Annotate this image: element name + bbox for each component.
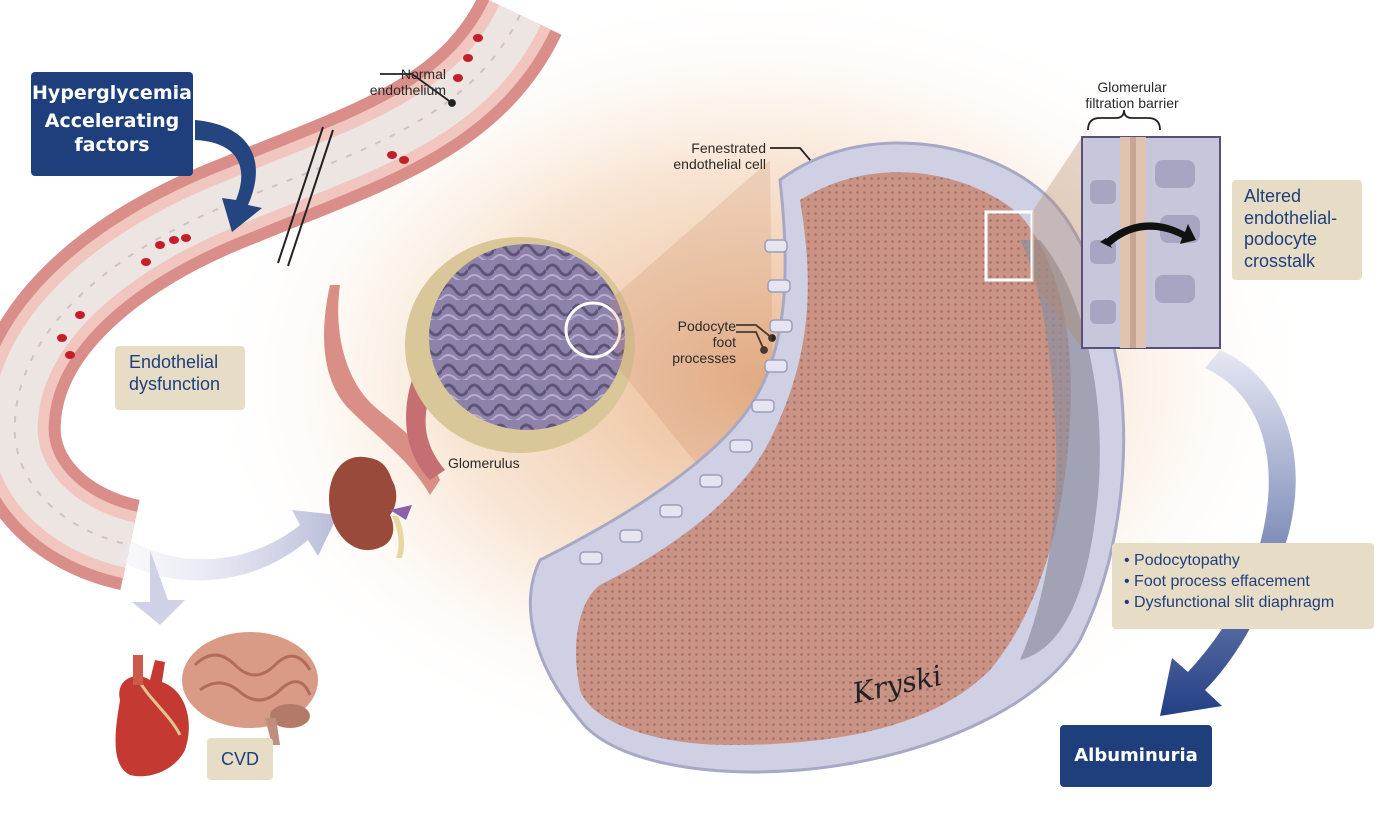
podocytopathy-box: Podocytopathy Foot process effacement Dy… [1112, 543, 1374, 629]
hyperglycemia-box: Hyperglycemia Accelerating factors [31, 72, 193, 176]
brain [182, 632, 318, 745]
list-item: Foot process effacement [1124, 572, 1374, 593]
podocyte-label: Podocyte foot processes [660, 318, 736, 366]
fenestrated-label: Fenestrated endothelial cell [652, 140, 766, 172]
podocytopathy-list: Podocytopathy Foot process effacement Dy… [1124, 551, 1374, 613]
endothelial-dysfunction-box: Endothelial dysfunction [115, 346, 245, 410]
cvd-box: CVD [207, 738, 273, 780]
heart [116, 655, 189, 776]
hyperglycemia-label: Hyperglycemia [31, 82, 193, 104]
gfb-label: Glomerular filtration barrier [1072, 79, 1192, 111]
accelerating-factors-label: Accelerating factors [31, 110, 193, 158]
glomerulus-label: Glomerulus [448, 455, 520, 471]
albuminuria-box: Albuminuria [1060, 725, 1212, 787]
list-item: Dysfunctional slit diaphragm [1124, 593, 1374, 614]
normal-endothelium-label: Normal endothelium [326, 66, 446, 98]
list-item: Podocytopathy [1124, 551, 1374, 572]
altered-crosstalk-box: Altered endothelial- podocyte crosstalk [1232, 180, 1362, 280]
